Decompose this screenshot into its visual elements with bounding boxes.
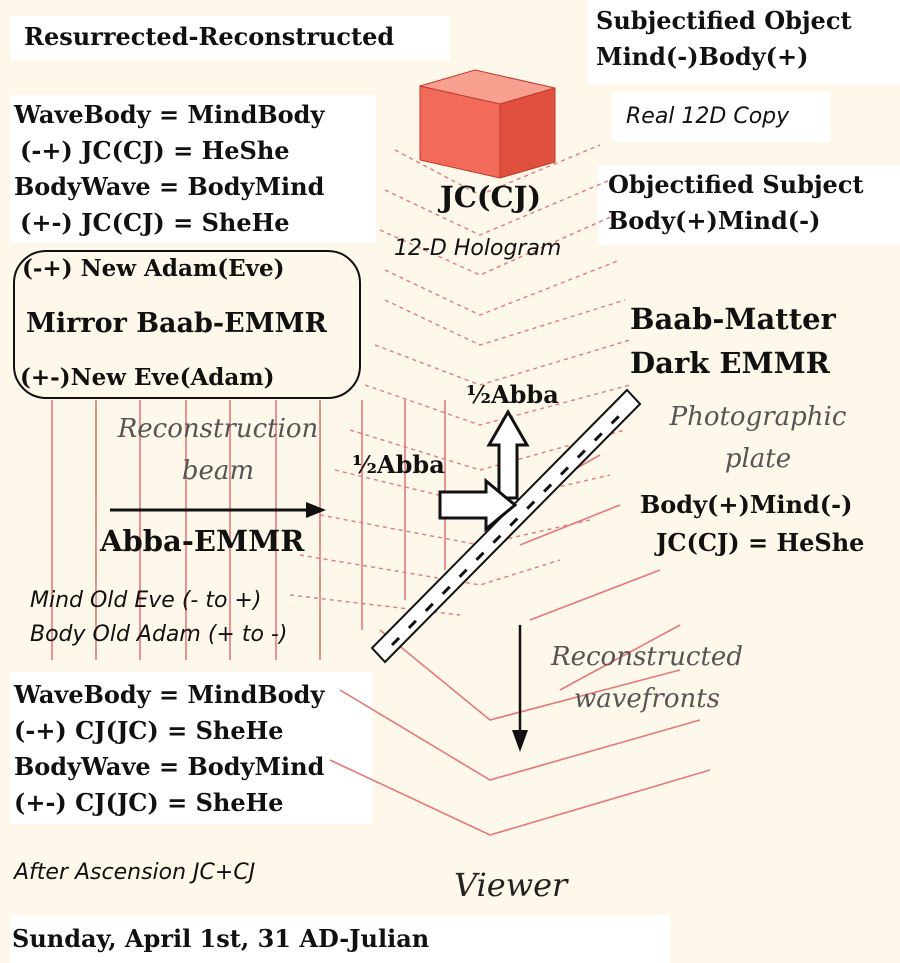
real-12d-copy-label: Real 12D Copy <box>626 104 790 129</box>
mind-old-eve-label: Mind Old Eve (- to +) <box>30 588 262 613</box>
reconstructed-label: Reconstructed <box>551 642 743 672</box>
bodywave-equation-top: BodyWave = BodyMind <box>14 172 325 201</box>
dark-emmr-label: Dark EMMR <box>630 346 830 380</box>
resurrected-reconstructed-title: Resurrected-Reconstructed <box>24 22 395 51</box>
hologram-dashed-wavefronts <box>289 144 631 616</box>
after-ascension-label: After Ascension JC+CJ <box>14 860 256 885</box>
cube-object <box>419 69 556 179</box>
photographic-plate <box>370 388 642 664</box>
wavebody-equation-top: WaveBody = MindBody <box>14 100 325 129</box>
shehe-equation-bottom-2: (+-) CJ(JC) = SheHe <box>14 788 284 817</box>
jc-cj-label: JC(CJ) <box>440 180 542 214</box>
subjectified-object-label: Subjectified Object <box>596 6 852 35</box>
half-abba-left-label: ½Abba <box>352 450 445 479</box>
body-old-adam-label: Body Old Adam (+ to -) <box>30 622 288 647</box>
shehe-equation-top: (+-) JC(CJ) = SheHe <box>20 208 290 237</box>
body-mind-top-label: Body(+)Mind(-) <box>608 206 821 235</box>
baab-matter-label: Baab-Matter <box>630 302 836 336</box>
hologram-12d-label: 12-D Hologram <box>394 236 562 261</box>
down-arrow-icon <box>512 625 528 752</box>
body-mind-right-label: Body(+)Mind(-) <box>640 490 853 519</box>
new-eve-adam-label: (+-)New Eve(Adam) <box>20 364 275 391</box>
mirror-baab-box <box>13 250 361 399</box>
reconstruction-beam-lines <box>51 400 446 660</box>
wavebody-equation-bottom: WaveBody = MindBody <box>14 680 325 709</box>
beam-arrow-icon <box>110 502 326 518</box>
mirror-baab-emmr-label: Mirror Baab-EMMR <box>26 308 327 339</box>
jc-heshe-right-label: JC(CJ) = HeShe <box>656 528 865 557</box>
heshe-equation-top: (-+) JC(CJ) = HeShe <box>20 136 290 165</box>
bodywave-equation-bottom: BodyWave = BodyMind <box>14 752 325 781</box>
shehe-equation-bottom-1: (-+) CJ(JC) = SheHe <box>14 716 284 745</box>
reconstruction-label: Reconstruction <box>117 414 319 444</box>
objectified-subject-label: Objectified Subject <box>608 170 864 199</box>
mind-body-top-label: Mind(-)Body(+) <box>596 42 809 71</box>
beam-label: beam <box>181 456 255 486</box>
half-abba-top-label: ½Abba <box>466 380 559 409</box>
viewer-label: Viewer <box>454 866 568 904</box>
wavefronts-label: wavefronts <box>573 684 721 714</box>
abba-emmr-label: Abba-EMMR <box>100 524 305 558</box>
plate-label: plate <box>724 444 792 474</box>
photographic-label: Photographic <box>669 402 847 432</box>
new-adam-eve-label: (-+) New Adam(Eve) <box>22 255 285 282</box>
hollow-right-arrow-icon <box>438 477 518 533</box>
date-label: Sunday, April 1st, 31 AD-Julian <box>12 924 430 953</box>
hollow-up-arrow-icon <box>486 408 530 500</box>
